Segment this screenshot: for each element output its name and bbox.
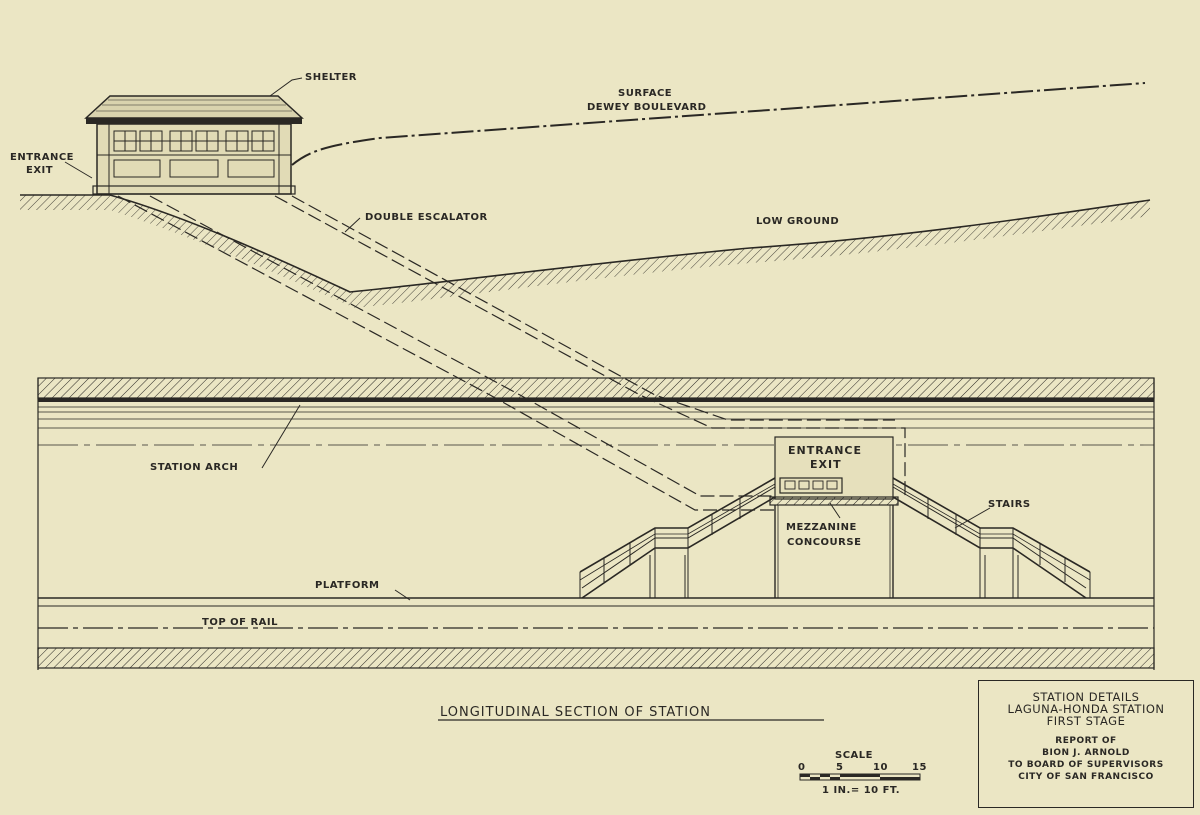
- title-block-line-7: CITY OF SAN FRANCISCO: [1018, 772, 1154, 782]
- scale-ratio: 1 IN.= 10 FT.: [822, 785, 900, 796]
- label-exit: EXIT: [26, 165, 53, 176]
- title-block-line-5: BION J. ARNOLD: [1042, 748, 1130, 758]
- title-block-line-6: TO BOARD OF SUPERVISORS: [1008, 760, 1164, 770]
- label-concourse: CONCOURSE: [787, 537, 861, 548]
- drawing-title: LONGITUDINAL SECTION OF STATION: [440, 705, 711, 720]
- scale-tick-10: 10: [873, 762, 888, 773]
- title-block-line-3: FIRST STAGE: [1046, 714, 1126, 728]
- title-block: STATION DETAILS LAGUNA-HONDA STATION FIR…: [978, 680, 1194, 808]
- ground-profile: [20, 194, 1151, 308]
- label-double-escalator: DOUBLE ESCALATOR: [365, 212, 488, 223]
- scale-bar: SCALE 0 5 10 15 1 IN.= 10 FT.: [798, 750, 927, 796]
- shelter-building: [84, 95, 304, 195]
- track-floor: [37, 597, 1155, 669]
- right-stairs: [892, 477, 1091, 599]
- label-mezzanine: MEZZANINE: [786, 522, 857, 533]
- label-low-ground: LOW GROUND: [756, 216, 839, 227]
- title-block-line-1: STATION DETAILS: [1032, 690, 1140, 704]
- label-surface: SURFACE: [618, 88, 672, 99]
- label-dewey-boulevard: DEWEY BOULEVARD: [587, 102, 706, 113]
- scale-tick-5: 5: [836, 762, 843, 773]
- scale-tick-15: 15: [912, 762, 927, 773]
- scale-tick-0: 0: [798, 762, 805, 773]
- leader-lines: [64, 77, 991, 601]
- label-stairs: STAIRS: [988, 499, 1031, 510]
- dewey-boulevard-line: [291, 82, 1146, 166]
- left-stairs: [579, 477, 776, 599]
- label-station-arch: STATION ARCH: [150, 462, 238, 473]
- title-block-line-2: LAGUNA-HONDA STATION: [1007, 702, 1165, 716]
- label-platform: PLATFORM: [315, 580, 379, 591]
- label-top-of-rail: TOP OF RAIL: [202, 617, 278, 628]
- mezzanine-structure: [769, 436, 899, 598]
- label-entrance-mezzanine: ENTRANCE: [788, 444, 862, 457]
- label-shelter: SHELTER: [305, 72, 357, 83]
- label-exit-mezzanine: EXIT: [810, 458, 842, 471]
- station-arch: [37, 377, 1155, 670]
- label-entrance: ENTRANCE: [10, 152, 74, 163]
- scale-label: SCALE: [835, 750, 873, 761]
- title-block-line-4: REPORT OF: [1055, 736, 1117, 746]
